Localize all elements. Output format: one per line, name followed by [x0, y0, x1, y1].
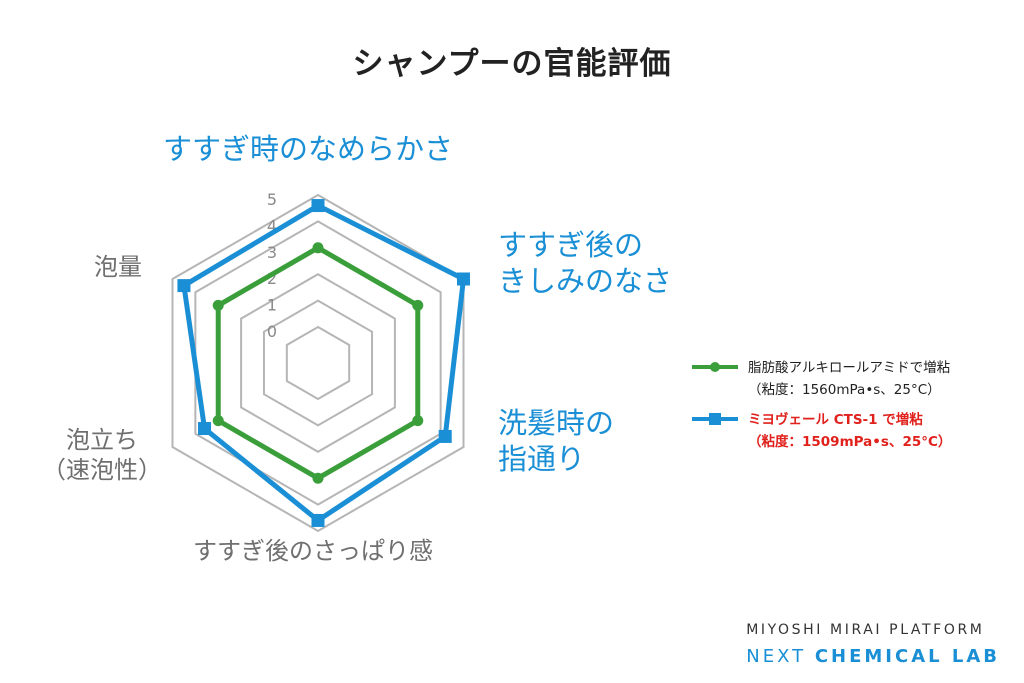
grid-ring-4 — [194, 220, 442, 506]
axis-label: すすぎ後のさっぱり感 — [193, 536, 433, 566]
grid-ring-2 — [240, 273, 396, 453]
legend-marker — [710, 362, 720, 372]
axis-label-line: 指通り — [498, 442, 586, 477]
series-point — [311, 513, 325, 527]
grid-ring-1 — [262, 299, 374, 427]
legend-label-line: （粘度：1560mPa•s、25°C） — [748, 382, 941, 398]
grid-ring-3 — [217, 246, 419, 480]
chart-title: シャンプーの官能評価 — [352, 46, 672, 82]
series-point — [177, 279, 191, 293]
legend-label: ミヨヴェール CTS-1 で増粘 （粘度：1509mPa•s、25°C） — [748, 409, 951, 453]
brand-lab-text: NEXT CHEMICAL LAB — [746, 646, 1000, 667]
axis-label-line: きしみのなさ — [498, 264, 673, 299]
legend-swatch — [692, 413, 738, 425]
series-point — [312, 472, 324, 484]
scale-label: 1 — [267, 296, 277, 315]
axis-label: 泡量 — [94, 252, 142, 282]
brand-chemical-lab-text: CHEMICAL LAB — [814, 646, 1000, 667]
legend-marker — [709, 413, 721, 425]
axis-label-line: 泡量 — [94, 253, 142, 281]
axis-label: 泡立ち（速泡性） — [42, 425, 162, 485]
grid-ring-0 — [285, 325, 351, 401]
axis-label-line: 泡立ち — [66, 426, 138, 454]
series-point — [212, 299, 224, 311]
brand-logo: MIYOSHI MIRAI PLATFORM NEXT CHEMICAL LAB — [746, 622, 1000, 667]
series-line — [215, 244, 421, 482]
series-point — [312, 242, 324, 254]
legend-label-line: （粘度：1509mPa•s、25°C） — [748, 434, 952, 450]
axis-label-line: 洗髪時の — [498, 406, 615, 440]
legend-label-line: 脂肪酸アルキロールアミドで増粘 — [748, 360, 951, 376]
brand-platform-text: MIYOSHI MIRAI PLATFORM — [746, 622, 985, 638]
scale-label: 3 — [267, 243, 277, 262]
series-point — [198, 422, 212, 436]
axis-label-line: （速泡性） — [42, 456, 162, 484]
series-1 — [177, 199, 470, 527]
axis-label: すすぎ後のきしみのなさ — [498, 227, 672, 300]
axis-label-line: すすぎ後のさっぱり感 — [193, 537, 433, 565]
axis-label-line: すすぎ時のなめらかさ — [163, 132, 454, 166]
axis-label: すすぎ時のなめらかさ — [163, 131, 453, 167]
axis-label: 洗髪時の指通り — [498, 405, 614, 478]
scale-label: 5 — [267, 190, 277, 209]
brand-next-text: NEXT — [746, 646, 815, 667]
series-point — [311, 199, 325, 213]
legend-swatch — [692, 362, 738, 372]
axis-label-line: すすぎ後の — [498, 228, 644, 262]
scale-label: 0 — [267, 322, 277, 341]
series-point — [456, 272, 470, 286]
series-0 — [212, 242, 424, 484]
legend-label: 脂肪酸アルキロールアミドで増粘 （粘度：1560mPa•s、25°C） — [748, 357, 950, 401]
series-point — [412, 415, 424, 427]
scale-label: 4 — [267, 216, 277, 235]
series-point — [212, 415, 224, 427]
series-point — [412, 299, 424, 311]
legend-label-line: ミヨヴェール CTS-1 で増粘 — [748, 412, 923, 428]
scale-label: 2 — [267, 269, 277, 288]
series-point — [438, 429, 452, 443]
